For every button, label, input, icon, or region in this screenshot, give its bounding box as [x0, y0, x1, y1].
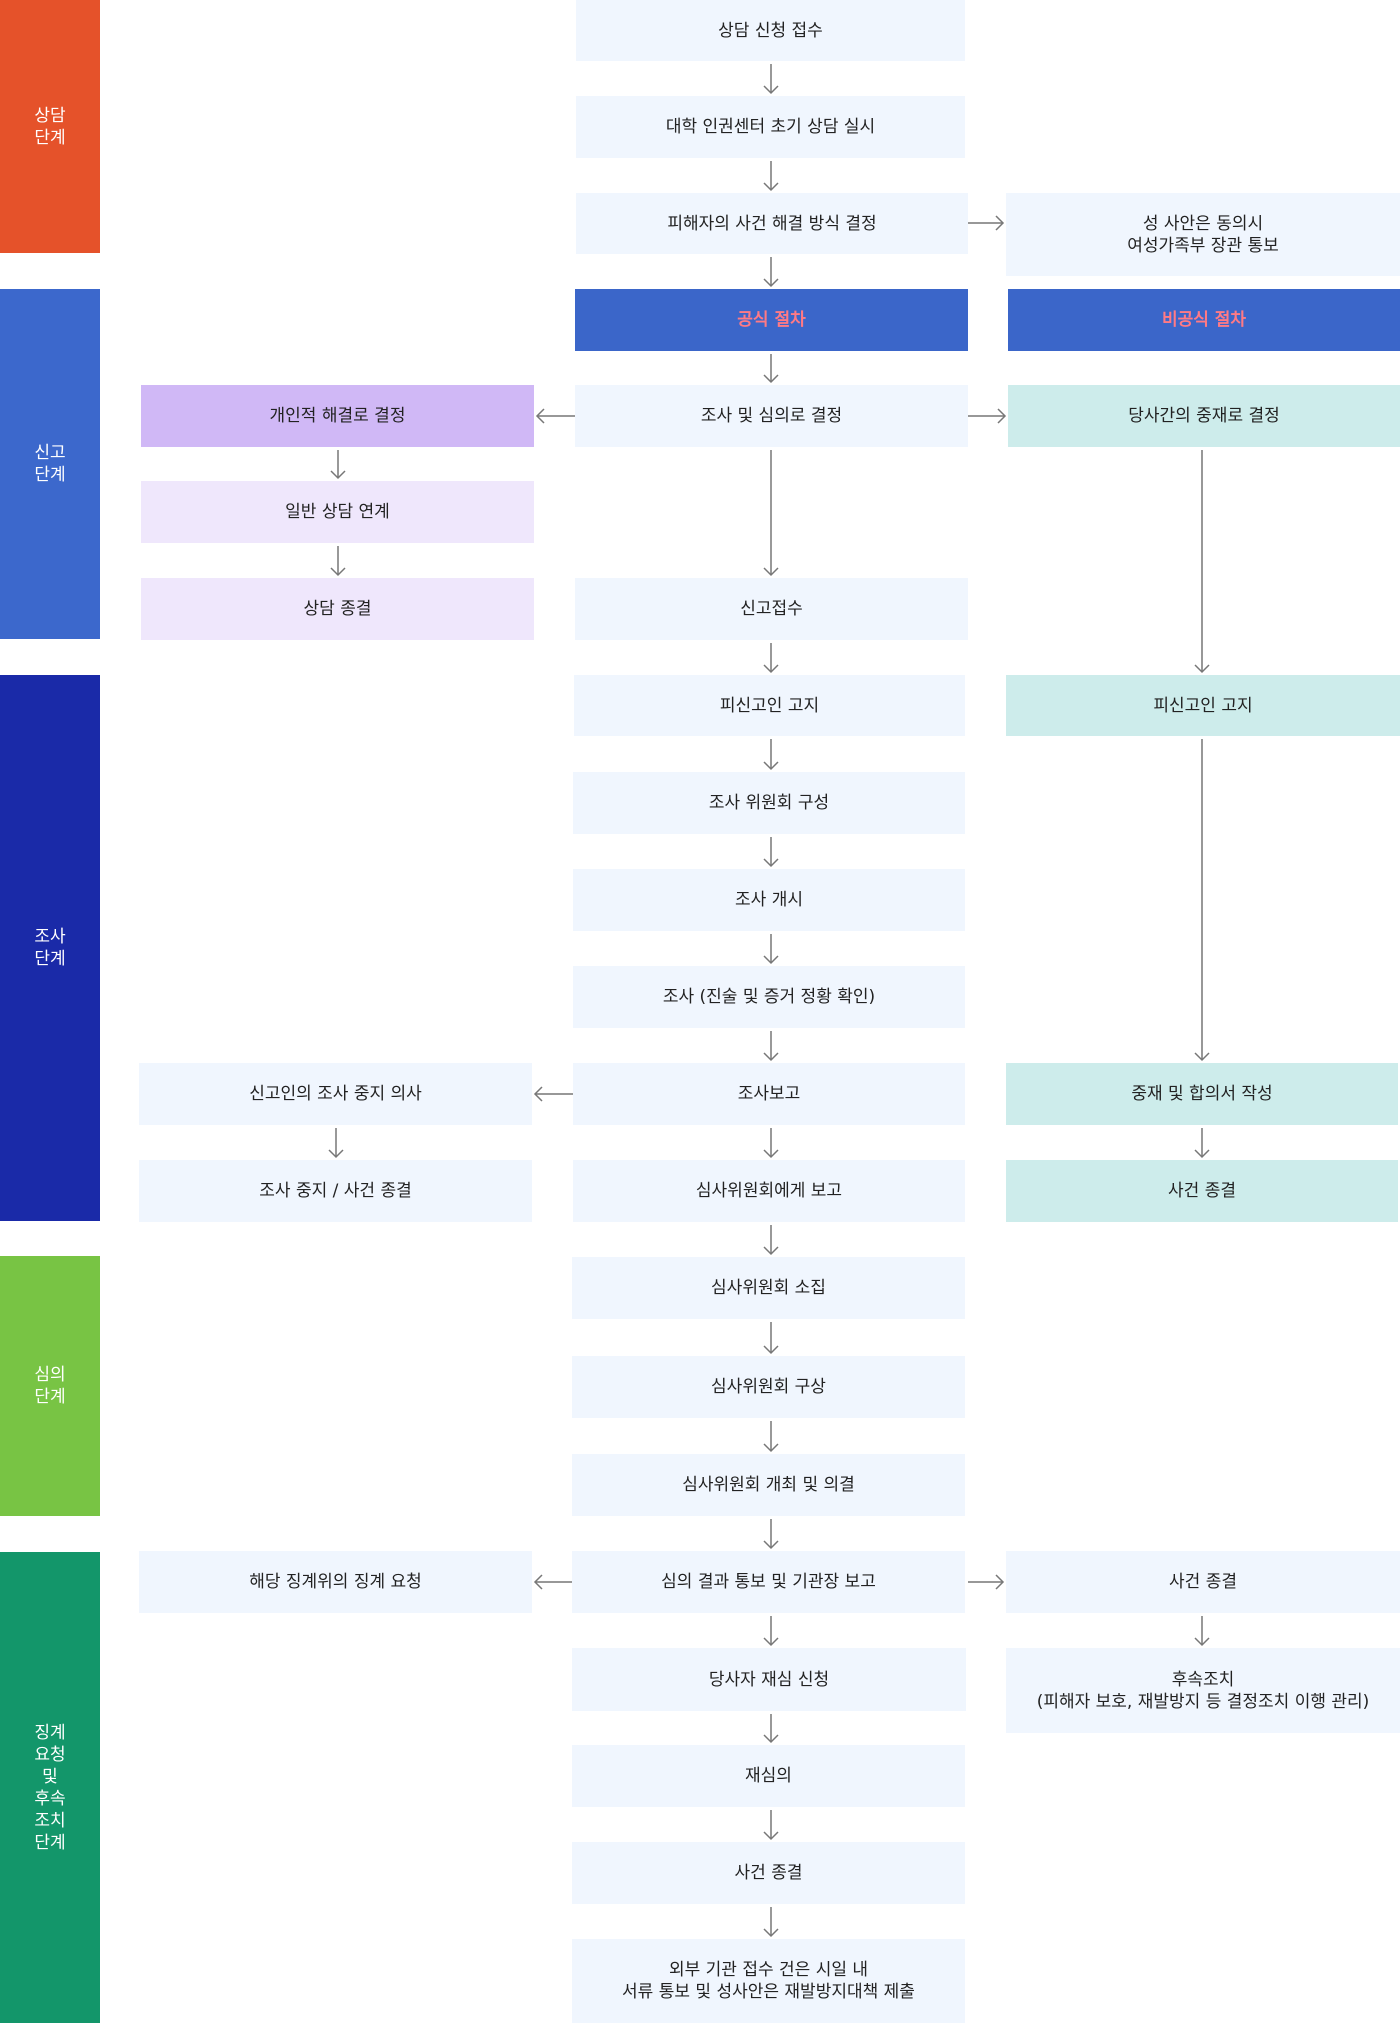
- connector-arrow: [763, 1519, 779, 1550]
- connector-arrow: [763, 1128, 779, 1159]
- connector-arrow: [328, 1128, 344, 1159]
- connector-arrow: [763, 1031, 779, 1062]
- node-case-closed-right: 사건 종결: [1006, 1160, 1398, 1222]
- node-investigate-decision: 조사 및 심의로 결정: [575, 385, 968, 447]
- node-counsel-closed: 상담 종결: [141, 578, 534, 640]
- stage-report: 신고 단계: [0, 289, 100, 639]
- node-committee-plan: 심사위원회 구상: [572, 1356, 965, 1418]
- connector-arrow: [533, 1086, 573, 1102]
- stage-investigation: 조사 단계: [0, 675, 100, 1221]
- node-mediation-agreement: 중재 및 합의서 작성: [1006, 1063, 1398, 1125]
- stage-consult: 상담 단계: [0, 0, 100, 253]
- node-ministry-notice: 성 사안은 동의시 여성가족부 장관 통보: [1006, 193, 1400, 276]
- connector-arrow: [1194, 739, 1210, 1062]
- connector-arrow: [1194, 1616, 1210, 1647]
- connector-arrow: [330, 450, 346, 480]
- connector-arrow: [330, 546, 346, 577]
- connector-arrow: [763, 934, 779, 965]
- node-report-to-committee: 심사위원회에게 보고: [573, 1160, 965, 1222]
- node-personal-resolution: 개인적 해결로 결정: [141, 385, 534, 447]
- connector-arrow: [763, 257, 779, 288]
- connector-arrow: [763, 1810, 779, 1841]
- node-consult-apply: 상담 신청 접수: [576, 0, 965, 61]
- node-counsel-link: 일반 상담 연계: [141, 481, 534, 543]
- node-notify-respondent: 피신고인 고지: [574, 675, 965, 736]
- connector-arrow: [763, 837, 779, 868]
- node-case-closed-center: 사건 종결: [572, 1842, 965, 1904]
- node-stop-intent: 신고인의 조사 중지 의사: [139, 1063, 532, 1125]
- connector-arrow: [968, 408, 1007, 424]
- connector-arrow: [1194, 450, 1210, 674]
- connector-arrow: [968, 1574, 1005, 1590]
- node-mediation-decision: 당사간의 중재로 결정: [1008, 385, 1400, 447]
- connector-arrow: [763, 1322, 779, 1355]
- node-resolution-method: 피해자의 사건 해결 방식 결정: [576, 193, 968, 254]
- node-formal-procedure: 공식 절차: [575, 289, 968, 351]
- node-committee-hold: 심사위원회 개최 및 의결: [572, 1454, 965, 1516]
- node-informal-procedure: 비공식 절차: [1008, 289, 1400, 351]
- node-case-closed-right-2: 사건 종결: [1006, 1551, 1400, 1613]
- connector-arrow: [763, 64, 779, 95]
- stage-review: 심의 단계: [0, 1256, 100, 1516]
- stage-discipline-followup: 징계 요청 및 후속 조치 단계: [0, 1552, 100, 2023]
- node-followup: 후속조치 (피해자 보호, 재발방지 등 결정조치 이행 관리): [1006, 1648, 1400, 1733]
- node-report-received: 신고접수: [575, 578, 968, 640]
- connector-arrow: [763, 1616, 779, 1647]
- connector-arrow: [763, 354, 779, 384]
- connector-arrow: [1194, 1128, 1210, 1159]
- connector-arrow: [763, 1714, 779, 1744]
- connector-arrow: [763, 450, 779, 577]
- connector-arrow: [763, 643, 779, 674]
- node-reappeal: 당사자 재심 신청: [572, 1648, 966, 1711]
- node-initial-consult: 대학 인권센터 초기 상담 실시: [576, 96, 965, 158]
- node-result-report: 심의 결과 통보 및 기관장 보고: [572, 1551, 965, 1613]
- connector-arrow: [763, 739, 779, 771]
- connector-arrow: [763, 1225, 779, 1256]
- node-investigation-start: 조사 개시: [573, 869, 965, 931]
- connector-arrow: [533, 1574, 572, 1590]
- connector-arrow: [763, 1421, 779, 1453]
- node-investigation: 조사 (진술 및 증거 정황 확인): [573, 966, 965, 1028]
- node-rereview: 재심의: [572, 1745, 965, 1807]
- connector-arrow: [968, 215, 1005, 231]
- connector-arrow: [763, 1907, 779, 1938]
- node-committee-convene: 심사위원회 소집: [572, 1257, 965, 1319]
- node-external-submission: 외부 기관 접수 건은 시일 내 서류 통보 및 성사안은 재발방지대책 제출: [572, 1939, 965, 2023]
- node-stop-closed: 조사 중지 / 사건 종결: [139, 1160, 532, 1222]
- connector-arrow: [763, 161, 779, 192]
- node-discipline-request: 해당 징계위의 징계 요청: [139, 1551, 532, 1613]
- node-investigation-report: 조사보고: [573, 1063, 965, 1125]
- node-committee-compose: 조사 위원회 구성: [573, 772, 965, 834]
- connector-arrow: [535, 408, 575, 424]
- node-notify-respondent-right: 피신고인 고지: [1006, 675, 1400, 736]
